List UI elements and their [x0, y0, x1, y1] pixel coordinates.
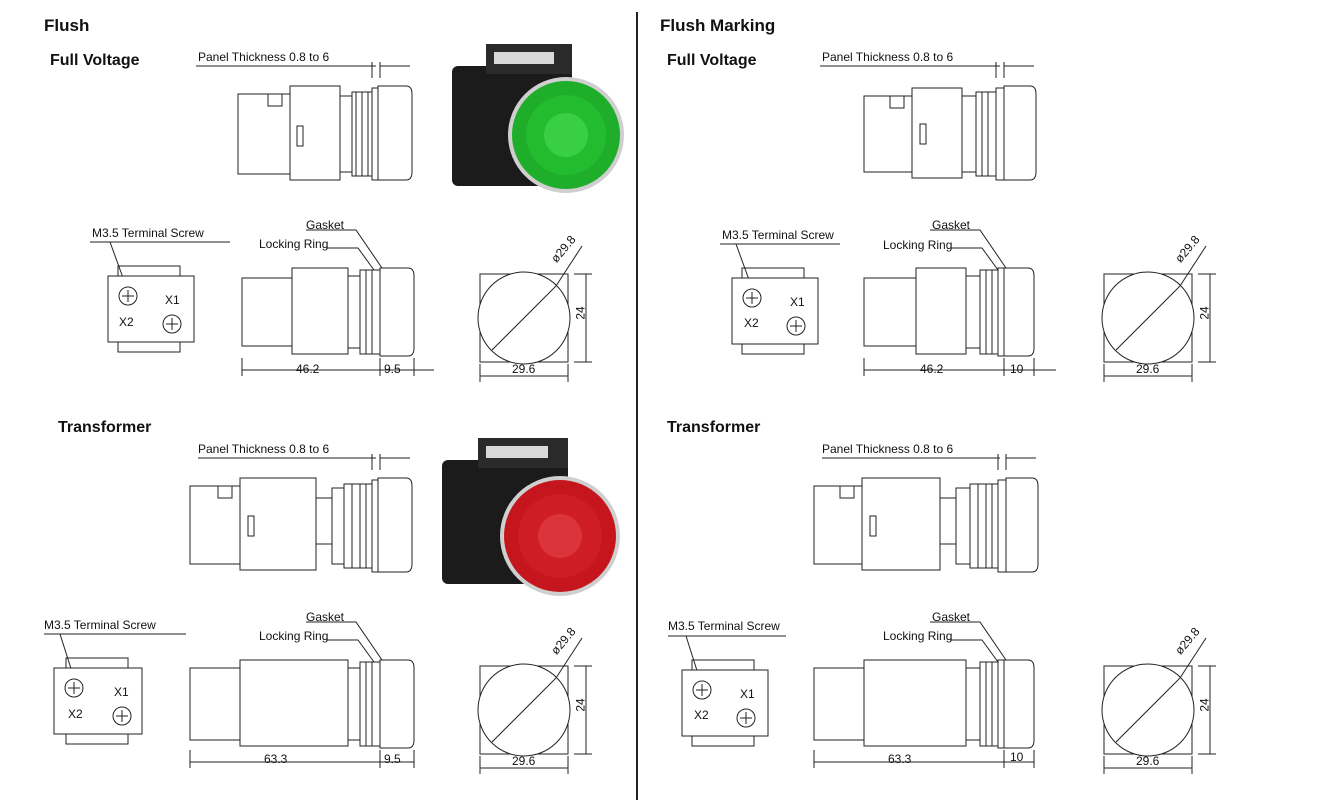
locking-ring-label: Locking Ring: [259, 629, 329, 643]
subsection-full-voltage: Full Voltage: [50, 52, 140, 69]
dim-body-length: 46.2: [920, 362, 944, 376]
terminal-screw-label: M3.5 Terminal Screw: [668, 619, 780, 633]
dim-lens-depth: 10: [1010, 750, 1024, 764]
terminal-screw-label: M3.5 Terminal Screw: [44, 618, 156, 632]
red-indicator-photo: [442, 438, 620, 596]
body-view-drawing: [813, 621, 1035, 768]
dim-width: 29.6: [1136, 362, 1160, 376]
x1-label: X1: [790, 295, 805, 309]
front-view-drawing: [1101, 245, 1216, 382]
front-view-drawing: [477, 637, 592, 774]
terminal-view-drawing: [90, 241, 230, 353]
green-indicator-photo: [452, 44, 624, 193]
side-view-drawing: [813, 454, 1039, 573]
panel-thickness-label: Panel Thickness 0.8 to 6: [822, 442, 954, 456]
dim-height: 24: [573, 306, 588, 320]
body-view-drawing: [863, 229, 1056, 376]
dim-width: 29.6: [512, 754, 536, 768]
gasket-label: Gasket: [306, 218, 345, 232]
x2-label: X2: [744, 316, 759, 330]
body-view-drawing: [189, 621, 415, 768]
body-view-drawing: [241, 229, 434, 376]
section-divider: [636, 12, 638, 800]
section-title-flush: Flush: [44, 16, 90, 35]
dim-lens-depth: 10: [1010, 362, 1024, 376]
terminal-view-drawing: [720, 243, 840, 355]
subsection-transformer: Transformer: [58, 419, 152, 436]
x2-label: X2: [68, 707, 83, 721]
gasket-label: Gasket: [932, 218, 971, 232]
x2-label: X2: [119, 315, 134, 329]
dim-lens-depth: 9.5: [384, 752, 401, 766]
panel-thickness-label: Panel Thickness 0.8 to 6: [198, 442, 330, 456]
locking-ring-label: Locking Ring: [259, 237, 329, 251]
side-view-drawing: [820, 62, 1037, 181]
dim-lens-depth: 9.5: [384, 362, 401, 376]
panel-thickness-label: Panel Thickness 0.8 to 6: [198, 50, 330, 64]
dim-width: 29.6: [1136, 754, 1160, 768]
locking-ring-label: Locking Ring: [883, 238, 953, 252]
side-view-drawing: [196, 62, 413, 181]
subsection-transformer: Transformer: [667, 419, 761, 436]
terminal-view-drawing: [668, 635, 786, 747]
dim-body-length: 63.3: [264, 752, 288, 766]
front-view-drawing: [1101, 637, 1216, 774]
x1-label: X1: [165, 293, 180, 307]
panel-thickness-label: Panel Thickness 0.8 to 6: [822, 50, 954, 64]
terminal-screw-label: M3.5 Terminal Screw: [722, 228, 834, 242]
section-title-flush-marking: Flush Marking: [660, 16, 776, 35]
dim-body-length: 63.3: [888, 752, 912, 766]
terminal-view-drawing: [44, 633, 186, 745]
dim-width: 29.6: [512, 362, 536, 376]
dim-height: 24: [573, 698, 588, 712]
gasket-label: Gasket: [306, 610, 345, 624]
side-view-drawing: [189, 454, 413, 573]
locking-ring-label: Locking Ring: [883, 629, 953, 643]
x1-label: X1: [114, 685, 129, 699]
front-view-drawing: [477, 245, 592, 382]
dim-height: 24: [1197, 306, 1212, 320]
terminal-screw-label: M3.5 Terminal Screw: [92, 226, 204, 240]
dim-body-length: 46.2: [296, 362, 320, 376]
x1-label: X1: [740, 687, 755, 701]
dim-height: 24: [1197, 698, 1212, 712]
gasket-label: Gasket: [932, 610, 971, 624]
x2-label: X2: [694, 708, 709, 722]
subsection-full-voltage: Full Voltage: [667, 52, 757, 69]
